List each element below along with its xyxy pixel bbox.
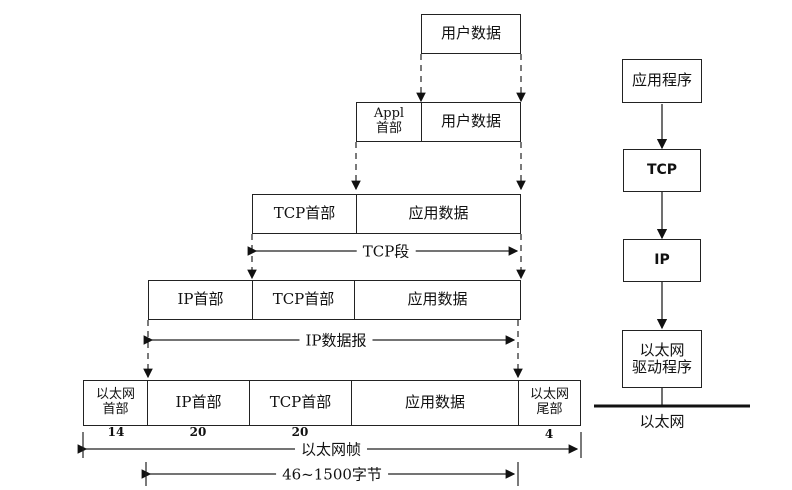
ip-header-box: IP首部 [148,280,253,320]
user-data-box-2: 用户数据 [421,102,521,142]
eth-trailer-box: 以太网 尾部 [518,380,581,426]
user-data-box: 用户数据 [421,14,521,54]
ethernet-label: 以太网 [633,410,691,432]
app-data-box-2: 应用数据 [354,280,521,320]
ip-datagram-label: IP数据报 [299,329,373,351]
ip-header-box-2: IP首部 [147,380,250,426]
tcp-header-box-3: TCP首部 [249,380,352,426]
tcp-header-box-2: TCP首部 [252,280,355,320]
ethernet-driver-box: 以太网 驱动程序 [622,330,702,388]
tcp-segment-label: TCP段 [356,240,416,262]
frame-payload-range-label: 46~1500字节 [276,463,388,485]
tcp-layer-box: TCP [623,149,701,192]
eth-trailer-size: 4 [544,427,554,441]
eth-header-box: 以太网 首部 [83,380,148,426]
ip-layer-box: IP [623,239,701,282]
app-data-box-3: 应用数据 [351,380,519,426]
appl-header-box: Appl 首部 [356,102,422,142]
eth-header-size: 14 [107,425,125,439]
tcp-header-size: 20 [291,425,309,439]
ip-header-size: 20 [189,425,207,439]
tcp-header-box: TCP首部 [252,194,357,234]
ethernet-frame-label: 以太网帧 [294,438,368,460]
application-layer-box: 应用程序 [622,59,702,103]
app-data-box: 应用数据 [356,194,521,234]
